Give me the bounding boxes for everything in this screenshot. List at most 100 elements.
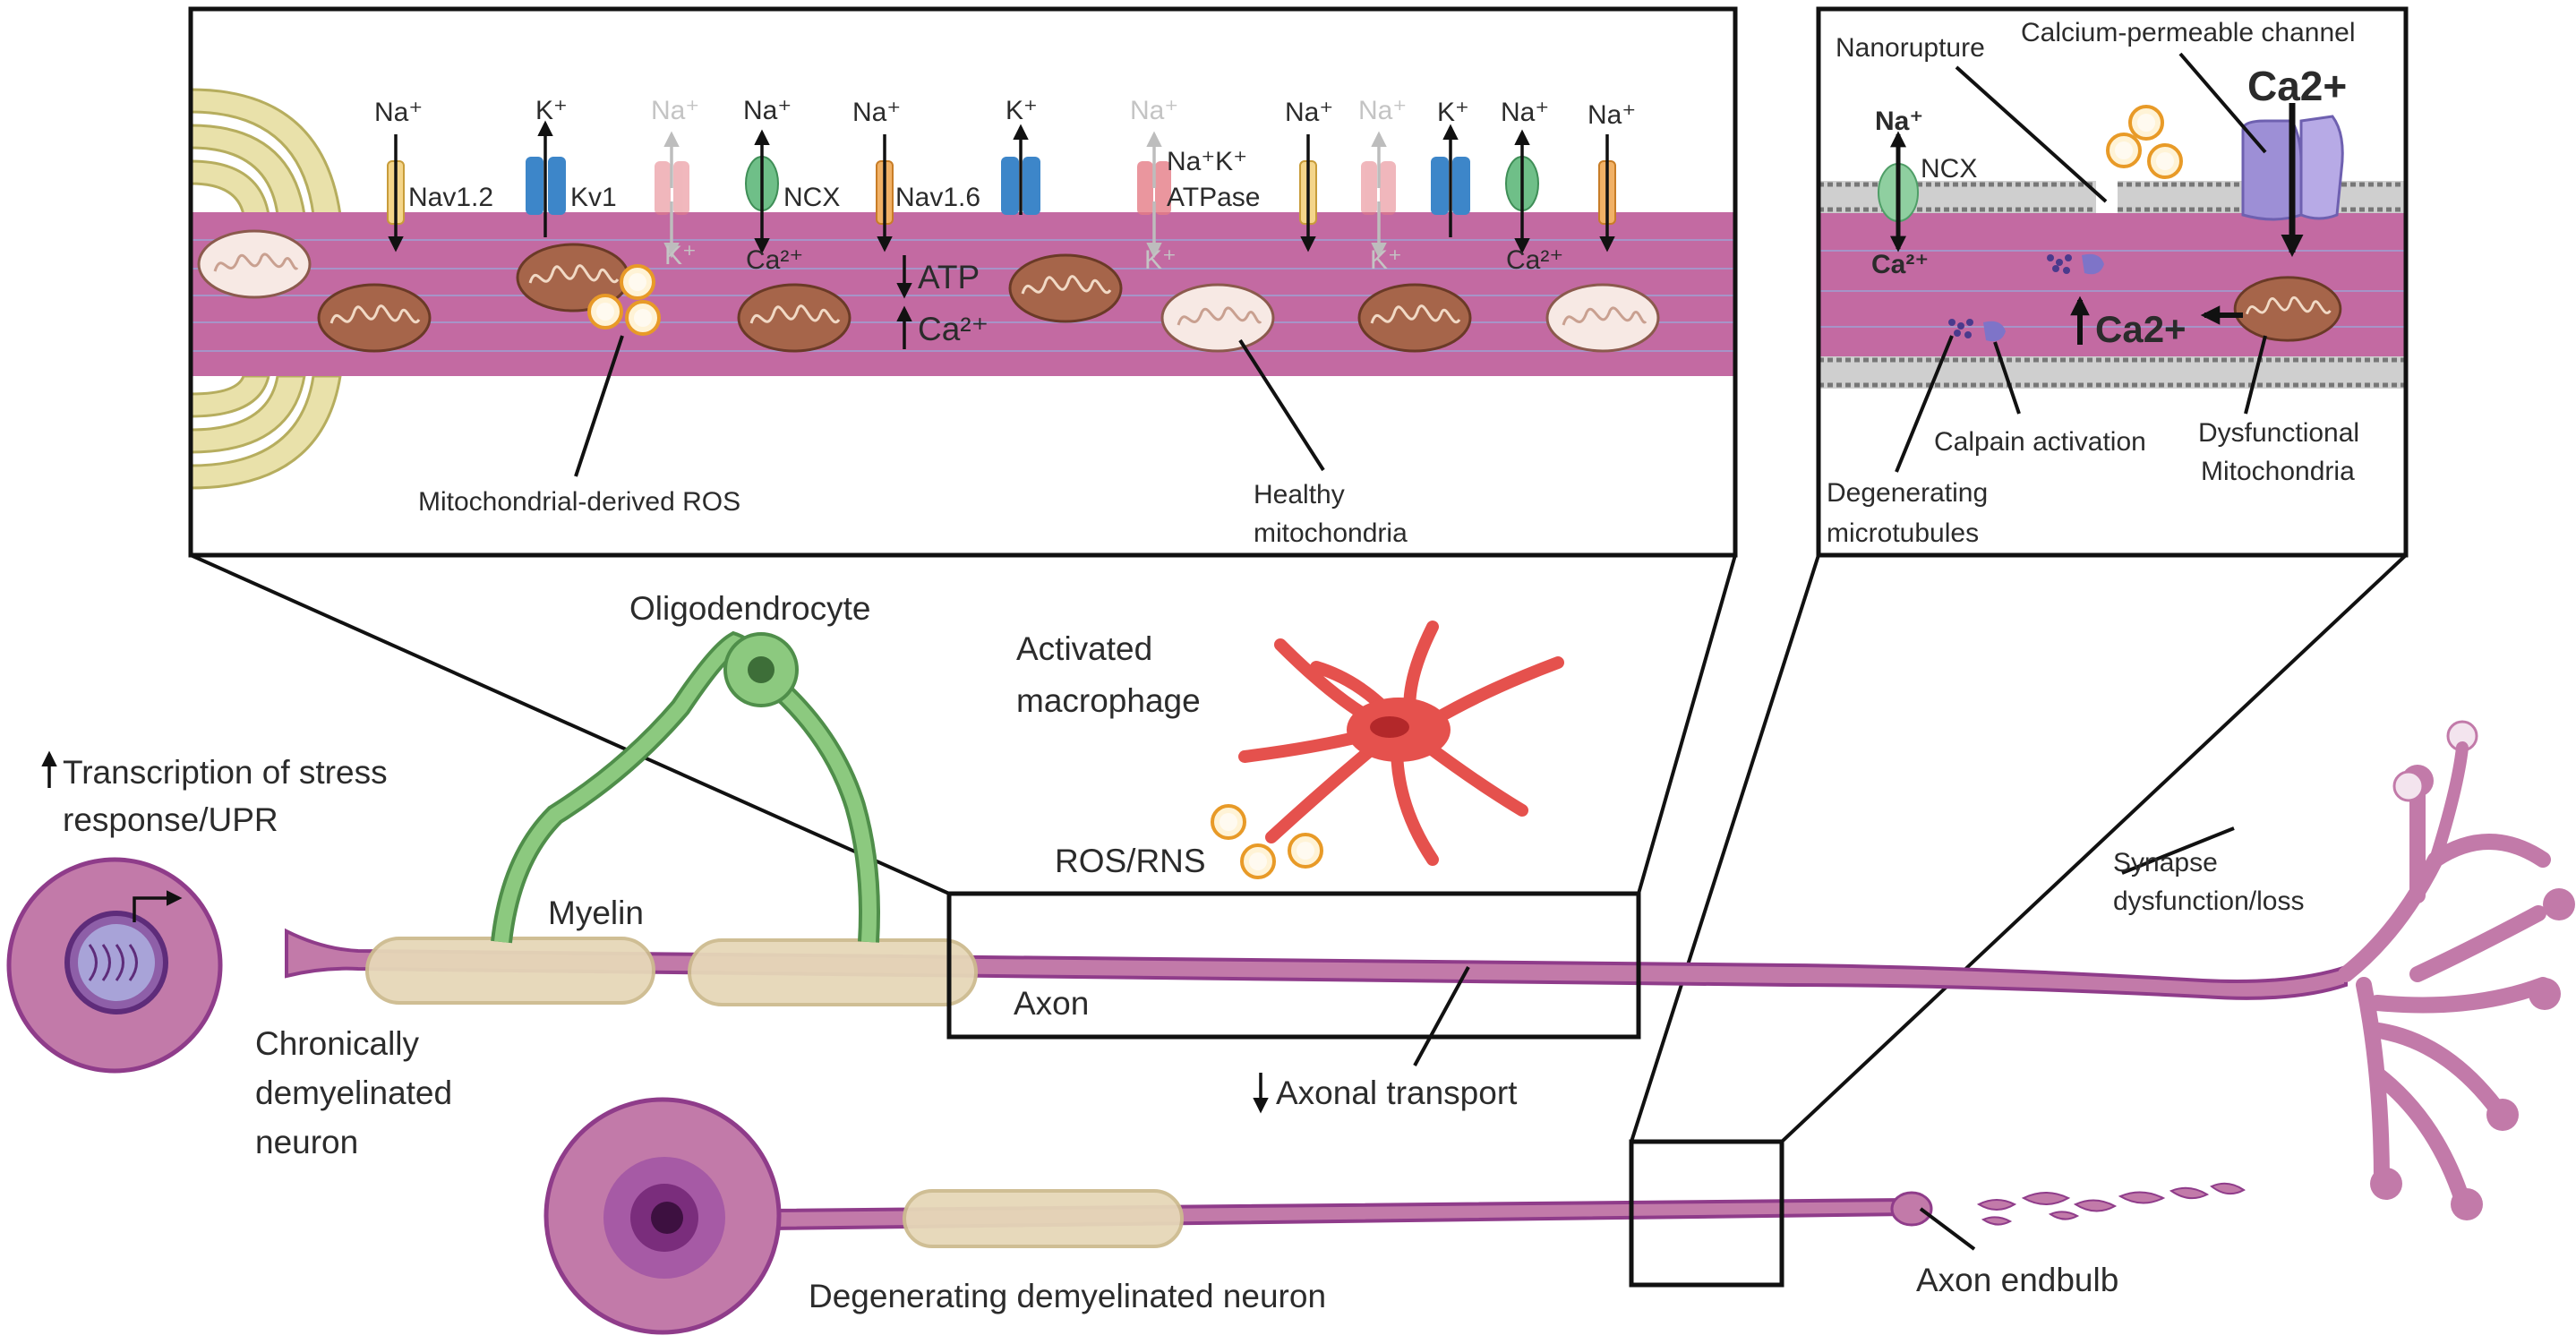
- label-ncx: NCX: [1921, 154, 1977, 184]
- label-degen-2: microtubules: [1827, 518, 1979, 548]
- label-dysf-1: Dysfunctional: [2198, 418, 2359, 448]
- endbulb-zoom-box: [1629, 1139, 1784, 1288]
- ros-particle: [620, 264, 655, 300]
- ion-atpase-na: Na⁺: [1130, 96, 1178, 125]
- dysfunctional-mitochondrion: [2233, 276, 2342, 342]
- channel-k-right2: [1431, 157, 1470, 215]
- ion-kv1-k: K⁺: [535, 96, 568, 125]
- ion-nav12-na: Na⁺: [374, 98, 423, 127]
- damaged-mitochondrion-4: [1008, 253, 1123, 323]
- zoom-line: [1780, 553, 2408, 1143]
- ion-ncx2-ca: Ca²⁺: [1506, 245, 1563, 275]
- channel-kv-right: [1001, 157, 1040, 215]
- label-nav12: Nav1.2: [408, 183, 493, 212]
- label-synapse-1: Synapse: [2113, 848, 2218, 877]
- ion-nav16-na: Na⁺: [852, 98, 901, 127]
- ion-faded-na-2: Na⁺: [1358, 96, 1407, 125]
- membrane-lower: [1819, 356, 2406, 389]
- ion-atpase-k: K⁺: [1144, 245, 1177, 275]
- ion-faded-k-2: K⁺: [1370, 245, 1402, 275]
- chronic-neuron: [6, 720, 2575, 1220]
- label-degen-1: Degenerating: [1827, 478, 1988, 508]
- channel-faded-1: [655, 161, 689, 215]
- label-healthy-2: mitochondria: [1254, 518, 1408, 548]
- label-na: Na⁺: [1875, 107, 1923, 136]
- damaged-mitochondrion-3: [737, 283, 852, 353]
- left-inset: Na⁺ K⁺ Na⁺ K⁺ Na⁺ Ca²⁺ Na⁺ K⁺ Na⁺ K⁺ Na⁺…: [188, 6, 1738, 558]
- myelin-segment: [688, 938, 978, 1006]
- axon-endbulb: [1890, 1191, 1933, 1227]
- ros-particle: [587, 294, 623, 330]
- label-macrophage-1: Activated: [1016, 630, 1152, 667]
- label-atpase-1: Na⁺K⁺: [1167, 147, 1247, 176]
- label-oligodendrocyte: Oligodendrocyte: [629, 590, 870, 627]
- ion-ncx2-na: Na⁺: [1501, 98, 1549, 127]
- label-chronic-3: neuron: [255, 1124, 358, 1160]
- label-ncx: NCX: [783, 183, 840, 212]
- label-healthy-1: Healthy: [1254, 480, 1345, 509]
- damaged-mitochondrion-1: [317, 283, 432, 353]
- label-mito-ros: Mitochondrial-derived ROS: [418, 487, 740, 517]
- ion-na-last: Na⁺: [1588, 100, 1636, 130]
- ros-particle: [1211, 804, 1246, 840]
- axon-fragments: [1976, 1182, 2246, 1226]
- ros-particle: [1288, 833, 1323, 869]
- ion-ncx-ca: Ca²⁺: [746, 245, 803, 275]
- ros-particle: [2147, 143, 2183, 179]
- healthy-mitochondrion-2: [1160, 283, 1275, 353]
- label-axon-endbulb: Axon endbulb: [1916, 1262, 2118, 1298]
- ion-ncx-na: Na⁺: [743, 96, 792, 125]
- ros-particle: [2106, 133, 2142, 168]
- ion-faded-k-1: K⁺: [664, 241, 697, 270]
- healthy-mitochondrion-1: [197, 229, 312, 299]
- degenerating-neuron: [543, 1097, 2246, 1335]
- label-synapse-2: dysfunction/loss: [2113, 886, 2304, 916]
- axon-zoom-box: [946, 891, 1641, 1040]
- ros-particle: [1240, 843, 1276, 879]
- label-myelin: Myelin: [548, 895, 644, 931]
- ion-na-right: Na⁺: [1285, 98, 1333, 127]
- channel-faded-2: [1361, 161, 1396, 215]
- label-degenerating-neuron: Degenerating demyelinated neuron: [809, 1278, 1326, 1314]
- label-ros-rns: ROS/RNS: [1055, 843, 1206, 879]
- zoom-line: [190, 553, 950, 895]
- label-ca-inner: Ca2+: [2095, 308, 2187, 350]
- label-chronic-1: Chronically: [255, 1025, 420, 1062]
- right-inset: Nanorupture Calcium-permeable channel Ca…: [1816, 6, 2409, 558]
- channel-atpase: [1137, 161, 1171, 215]
- label-axon: Axon: [1014, 985, 1089, 1022]
- damaged-mitochondrion-5: [1357, 283, 1472, 353]
- label-dysf-2: Mitochondria: [2201, 457, 2355, 486]
- label-ca-big: Ca2+: [2247, 63, 2347, 109]
- myelin-segment: [903, 1189, 1184, 1248]
- healthy-mitochondrion-3: [1545, 283, 1660, 353]
- label-transcription-1: Transcription of stress: [63, 754, 388, 791]
- label-atpase-2: ATPase: [1167, 183, 1261, 212]
- label-axonal-transport: Axonal transport: [1276, 1074, 1518, 1111]
- oligodendrocyte: [491, 630, 880, 944]
- channel-kv1: [526, 157, 566, 215]
- ion-kv-right-k: K⁺: [1006, 96, 1038, 125]
- ion-k-right2: K⁺: [1437, 98, 1469, 127]
- left-inset-frame: [188, 6, 1738, 558]
- ion-faded-na-1: Na⁺: [651, 96, 699, 125]
- label-nav16: Nav1.6: [895, 183, 980, 212]
- ros-particle: [2128, 105, 2164, 141]
- label-nanorupture: Nanorupture: [1836, 33, 1985, 63]
- right-inset-frame: [1816, 6, 2409, 558]
- activated-macrophage: [1238, 621, 1564, 866]
- label-kv1: Kv1: [570, 183, 617, 212]
- label-ca-small: Ca²⁺: [1871, 250, 1929, 279]
- label-calcium-channel: Calcium-permeable channel: [2021, 18, 2356, 47]
- myelin-segment: [365, 937, 655, 1005]
- zoom-line: [1630, 554, 1820, 1143]
- ros-particle: [625, 300, 661, 336]
- label-macrophage-2: macrophage: [1016, 682, 1201, 719]
- label-calpain: Calpain activation: [1934, 427, 2146, 457]
- zoom-line: [1637, 554, 1737, 895]
- label-calcium: Ca²⁺: [918, 311, 988, 347]
- label-chronic-2: demyelinated: [255, 1074, 452, 1111]
- label-transcription-2: response/UPR: [63, 801, 278, 838]
- calpain-fragments: [1948, 253, 2104, 342]
